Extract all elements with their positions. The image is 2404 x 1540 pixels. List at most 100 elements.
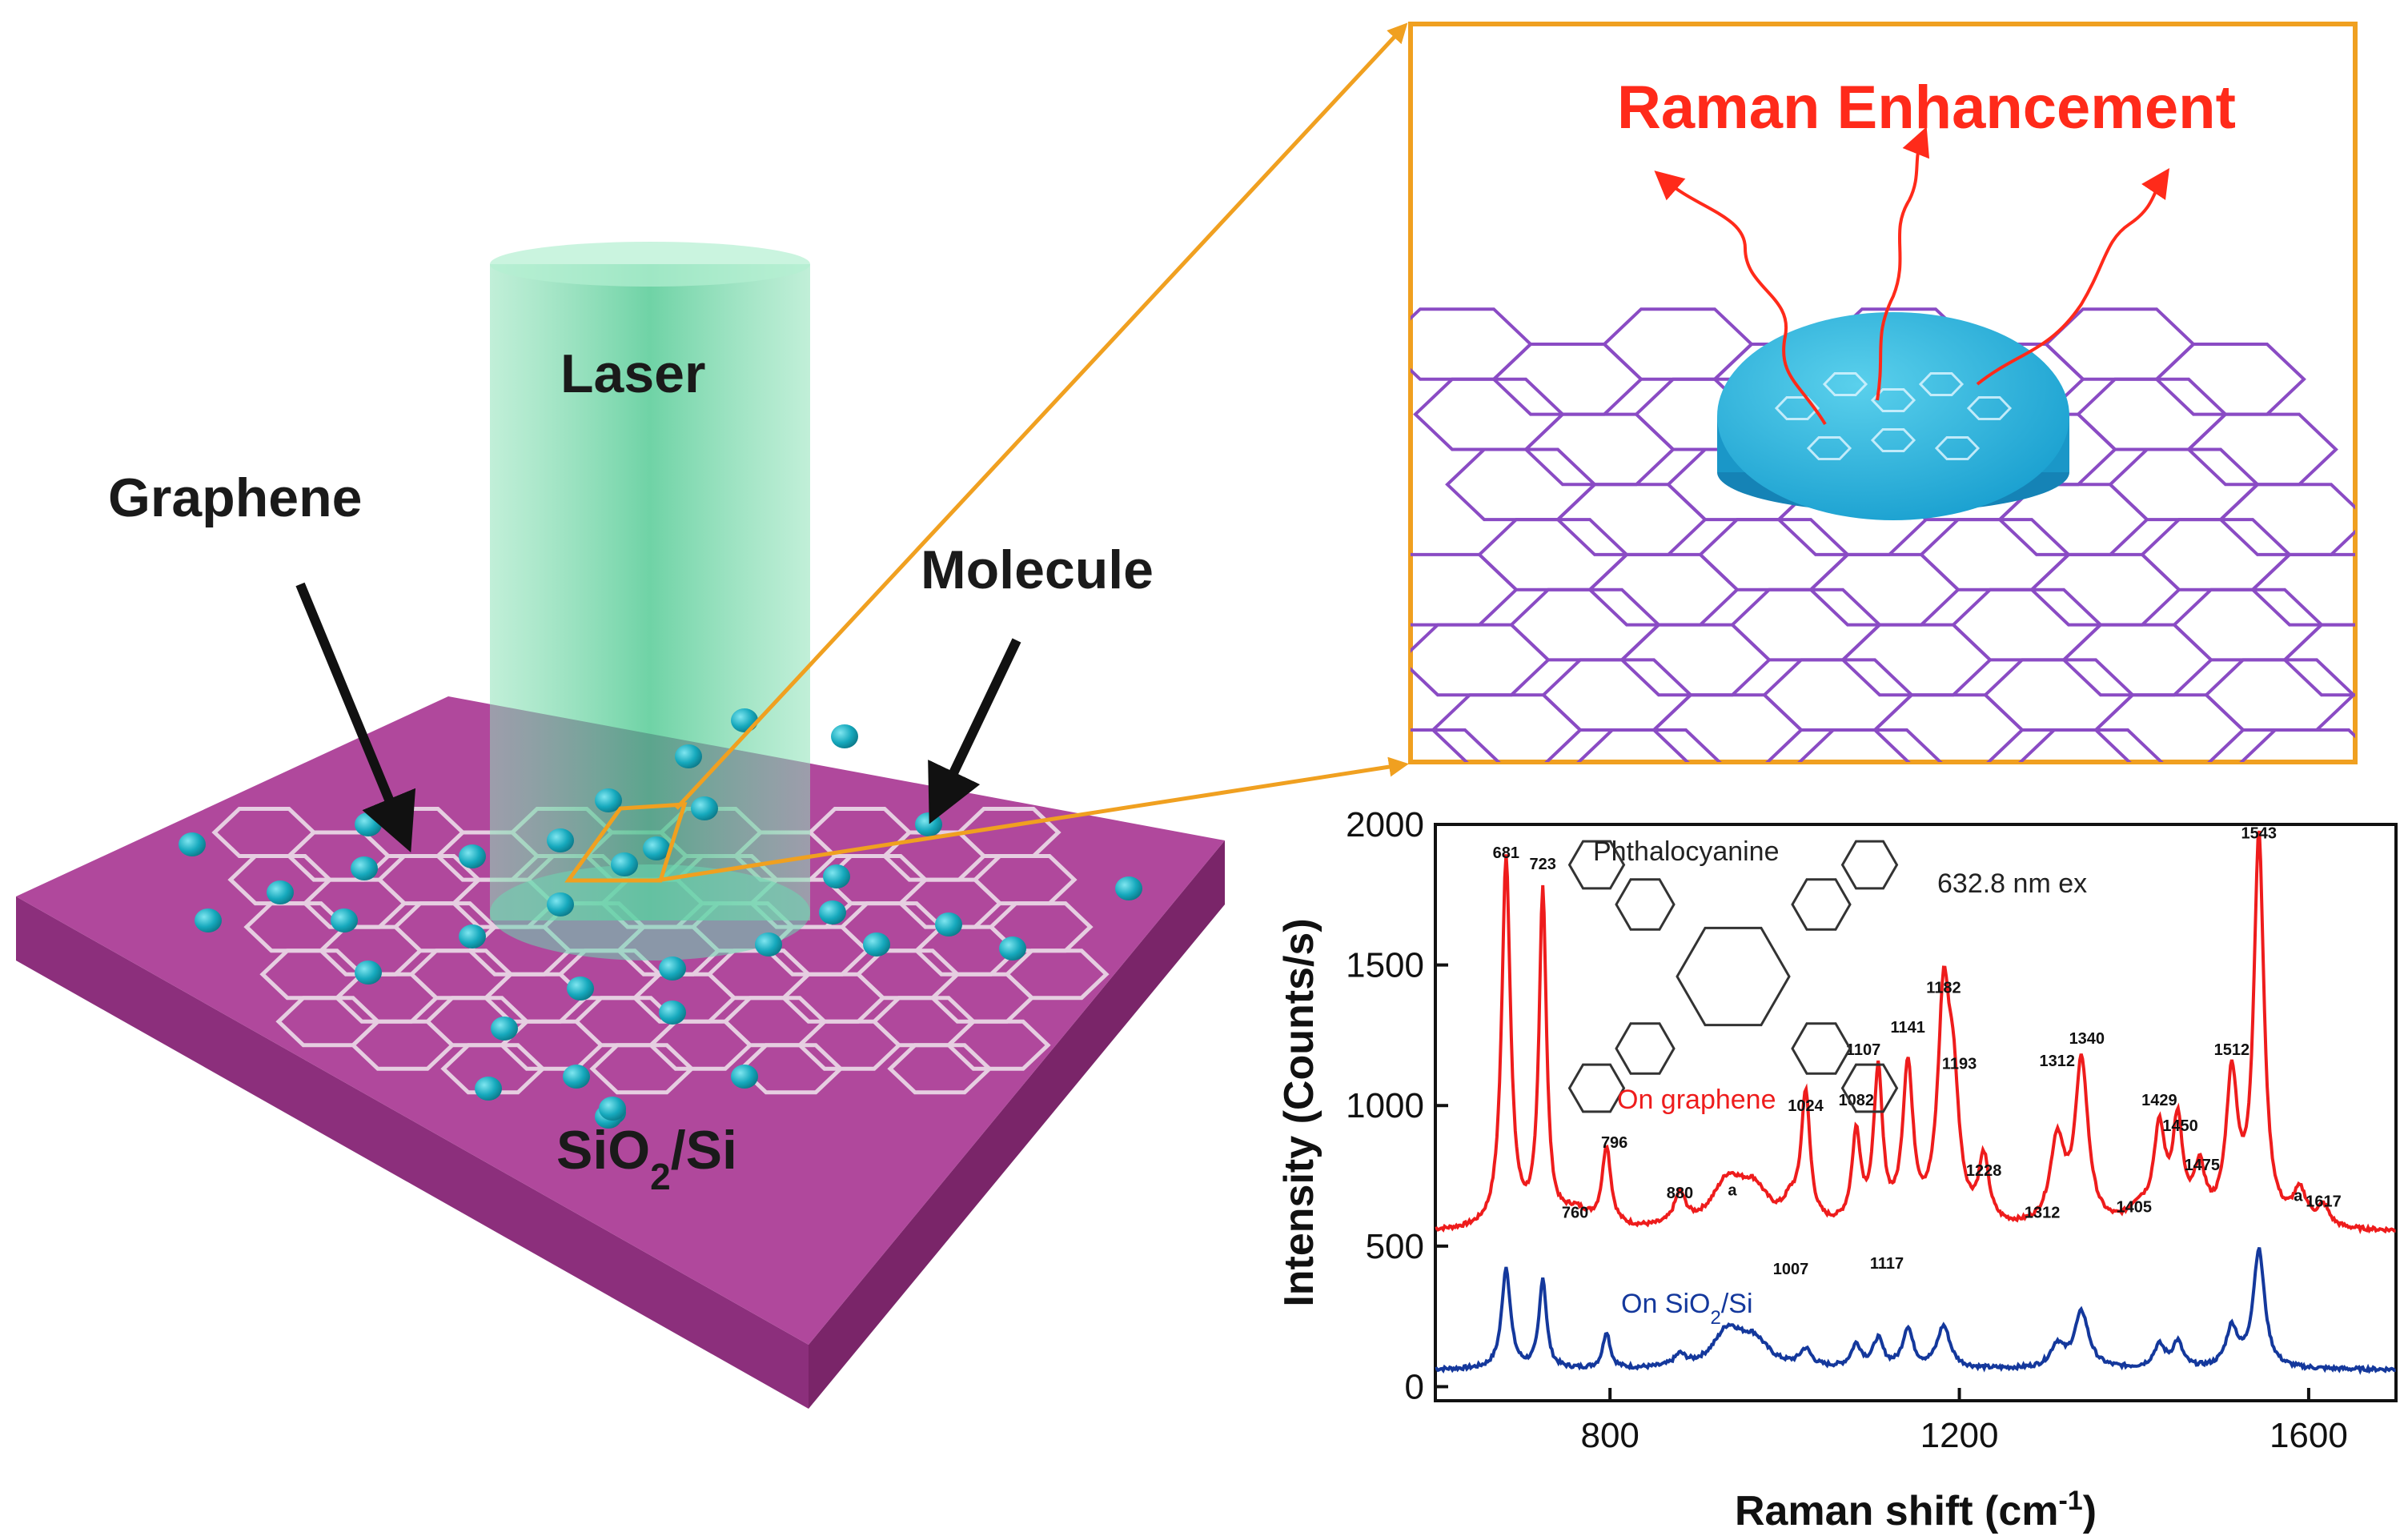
lattice-hex xyxy=(2239,728,2355,762)
series-label-sio2: On SiO2/Si xyxy=(1621,1289,1753,1329)
peak-label: 1450 xyxy=(2162,1117,2198,1135)
peak-label: 1024 xyxy=(1788,1097,1824,1115)
molecule-dot xyxy=(675,744,702,768)
laser-beam xyxy=(490,242,810,960)
series-lines xyxy=(1435,830,2396,1375)
series-label-graphene: On graphene xyxy=(1617,1085,1776,1115)
substrate-side-left xyxy=(16,896,809,1409)
molecule-arrow xyxy=(928,638,1021,824)
y-tick-label: 2000 xyxy=(1346,805,1424,844)
phthalocyanine-structure xyxy=(1567,840,1899,1113)
lattice-hex xyxy=(1797,728,1943,762)
molecule-dot xyxy=(863,932,890,956)
peak-label: 1312 xyxy=(2025,1205,2061,1222)
lattice-hex xyxy=(887,1043,993,1095)
molecule-dot xyxy=(475,1077,502,1101)
y-tick-label: 0 xyxy=(1405,1367,1424,1406)
laser-label: Laser xyxy=(560,343,705,404)
lattice-hex xyxy=(1004,948,1110,1001)
lattice-hex xyxy=(1576,728,1722,762)
molecule-dot xyxy=(459,844,486,868)
molecule-dot xyxy=(355,812,382,836)
peak-label: 1475 xyxy=(2185,1157,2221,1174)
molecule-dot xyxy=(659,1001,686,1025)
peak-label: 1117 xyxy=(1870,1255,1904,1273)
molecule-dot xyxy=(823,864,850,888)
molecule-dot xyxy=(731,1065,758,1089)
substrate-top xyxy=(16,696,1225,1345)
substrate-side-right xyxy=(809,840,1225,1409)
excitation-label: 632.8 nm ex xyxy=(1937,868,2087,899)
molecule-dot xyxy=(1115,876,1142,900)
molecule-label: Molecule xyxy=(921,539,1154,600)
series-line-on-sio2 xyxy=(1435,1246,2396,1375)
zoom-connector-top xyxy=(675,22,1408,810)
graphene-arrow xyxy=(295,582,416,852)
lattice-hex xyxy=(2018,728,2164,762)
molecule-dot xyxy=(195,908,222,932)
x-tick-label: 1600 xyxy=(2270,1416,2348,1455)
peak-label: 1340 xyxy=(2069,1030,2105,1048)
molecule-dot xyxy=(547,828,574,852)
molecule-dot xyxy=(935,912,962,936)
y-axis-label: Intensity (Counts/s) xyxy=(1276,918,1322,1306)
peak-label: 1007 xyxy=(1773,1261,1809,1278)
molecule-dot xyxy=(755,932,782,956)
lattice-hex xyxy=(2250,552,2355,627)
peak-label: 1141 xyxy=(1890,1019,1924,1037)
peak-label: 681 xyxy=(1493,844,1519,862)
peak-label: 796 xyxy=(1601,1134,1627,1152)
lattice-hex xyxy=(2282,623,2355,697)
peak-label: 1543 xyxy=(2241,825,2277,843)
y-tick-label: 500 xyxy=(1366,1227,1424,1266)
molecule-dot xyxy=(567,977,594,1001)
molecule-dot xyxy=(331,908,358,932)
plot-frame xyxy=(1434,823,2398,1402)
x-tick-label: 800 xyxy=(1580,1416,1639,1455)
graphene-lattice-inset xyxy=(1411,307,2355,762)
molecule-dot xyxy=(831,724,858,748)
raman-enhancement-title: Raman Enhancement xyxy=(1617,74,2236,142)
peak-label: 1082 xyxy=(1839,1092,1875,1109)
molecule-dot xyxy=(595,788,622,812)
peak-label: 723 xyxy=(1529,856,1555,873)
series-line-on-graphene xyxy=(1435,830,2396,1234)
molecule-dot xyxy=(819,900,846,924)
molecule-dot xyxy=(643,836,670,860)
lattice-hex xyxy=(589,1043,695,1095)
phthalocyanine-structure-inset xyxy=(1774,372,2013,460)
compound-label: Phthalocyanine xyxy=(1593,836,1780,867)
molecule-dot xyxy=(563,1065,590,1089)
x-axis-label: Raman shift (cm-1) xyxy=(1735,1486,2097,1534)
substrate-label: SiO2/Si xyxy=(556,1120,737,1197)
graphene-label: Graphene xyxy=(108,467,362,528)
peak-label: 1429 xyxy=(2141,1092,2177,1109)
raman-arrow-left xyxy=(1654,170,1827,426)
peak-label: 1182 xyxy=(1926,980,1961,997)
molecule-dot xyxy=(691,796,718,820)
zoom-selection xyxy=(564,802,688,883)
molecule-dot xyxy=(547,892,574,916)
molecule-dot xyxy=(999,936,1026,960)
peak-label: 1512 xyxy=(2214,1041,2250,1059)
lattice-hex xyxy=(440,1043,546,1095)
substrate xyxy=(16,696,1225,1409)
molecule-dot xyxy=(599,1097,626,1121)
peak-label: a xyxy=(1728,1182,1737,1200)
molecule-disc xyxy=(1717,312,2069,520)
peak-label: 1312 xyxy=(2039,1053,2075,1070)
peak-label: 1193 xyxy=(1942,1056,1977,1073)
raman-arrow-middle xyxy=(1876,126,1930,401)
y-tick-label: 1500 xyxy=(1346,946,1424,985)
peak-label: 880 xyxy=(1667,1185,1693,1202)
molecule-dot xyxy=(459,924,486,948)
peak-label: 1405 xyxy=(2116,1199,2152,1217)
molecule-dot xyxy=(731,708,758,732)
lattice-hex xyxy=(945,1019,1051,1071)
raman-arrow-right xyxy=(1976,168,2169,386)
molecule-dot xyxy=(179,832,206,856)
